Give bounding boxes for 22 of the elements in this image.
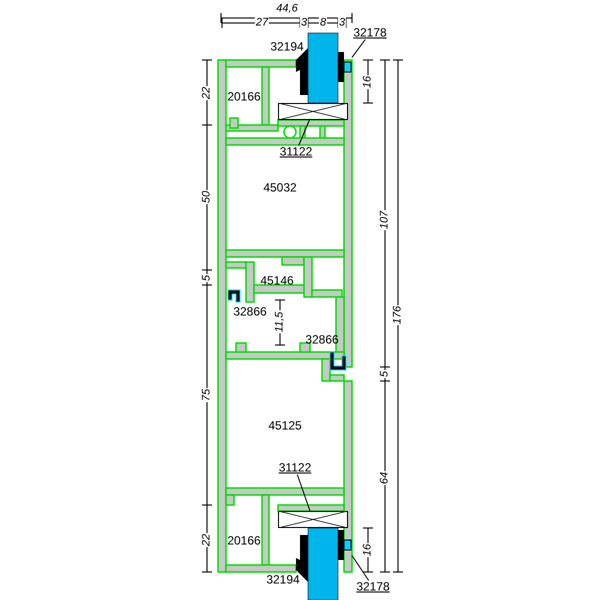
part-number: 32178 — [356, 580, 390, 594]
setting-block — [278, 103, 348, 120]
part-number: 32178 — [353, 26, 387, 40]
leader-line — [352, 39, 366, 58]
gasket-drawing — [338, 52, 352, 82]
dimension-value: 3 — [338, 16, 346, 30]
part-number: 45032 — [263, 182, 297, 194]
part-number: 31122 — [280, 146, 312, 158]
part-number: 45146 — [260, 274, 294, 288]
part-number: 20166 — [227, 534, 261, 548]
part-number: 32866 — [233, 306, 267, 318]
dimension-value: 44,6 — [275, 2, 299, 16]
part-number: 20166 — [227, 90, 261, 104]
dimension-value: 11,5 — [274, 310, 286, 334]
part-number: 32194 — [270, 40, 304, 54]
gasket-drawing — [338, 530, 352, 560]
dimension-value: 3 — [300, 16, 308, 30]
setting-block — [278, 511, 348, 528]
part-number: 32194 — [266, 574, 300, 586]
leader-line — [352, 555, 370, 581]
part-number: 31122 — [278, 462, 312, 474]
part-number: 45125 — [268, 420, 302, 432]
